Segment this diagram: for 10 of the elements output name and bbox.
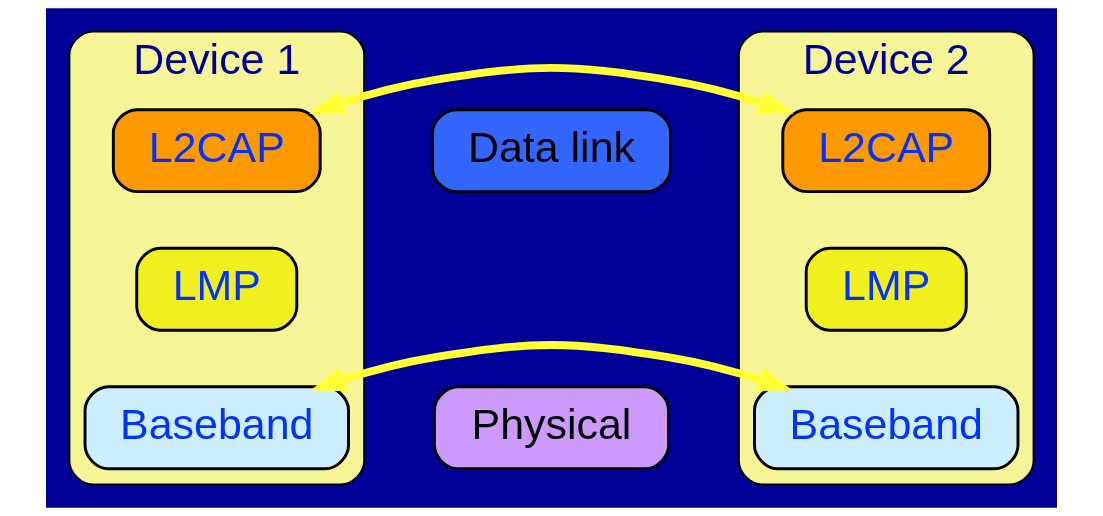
- node-box: L2CAP: [781, 108, 992, 194]
- node-box: LMP: [135, 246, 299, 332]
- arrow: [309, 63, 794, 115]
- node-box: Baseband: [83, 385, 350, 471]
- node-box: Physical: [432, 385, 671, 471]
- node-box: Data link: [430, 108, 673, 194]
- node-box: L2CAP: [111, 108, 322, 194]
- node-box: Baseband: [753, 385, 1020, 471]
- arrow: [310, 341, 793, 392]
- node-box: LMP: [804, 246, 968, 332]
